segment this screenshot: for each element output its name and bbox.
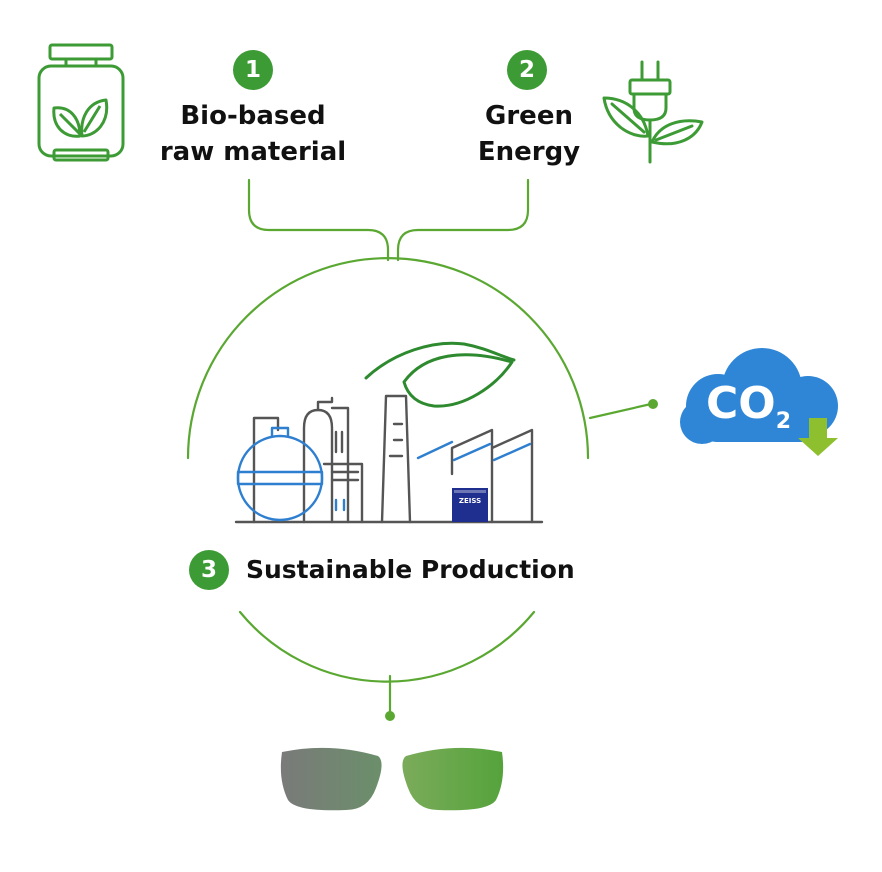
zeiss-logo: ZEISS xyxy=(452,488,488,522)
co2-cloud-icon: CO2 xyxy=(672,340,852,460)
left-lens xyxy=(281,748,382,810)
step-label-line: Bio-based xyxy=(149,98,357,134)
step-label-line: Energy xyxy=(448,134,610,170)
step-label: Sustainable Production xyxy=(246,552,575,588)
factory-icon: ZEISS xyxy=(232,388,552,528)
step-number-badge: 1 xyxy=(233,50,273,90)
right-lens xyxy=(402,748,503,810)
zeiss-logo-text: ZEISS xyxy=(459,497,481,505)
plug-plant-icon xyxy=(600,58,710,168)
step-label: Green Energy xyxy=(448,98,610,170)
lenses-icon xyxy=(276,740,516,820)
step-number-badge: 2 xyxy=(507,50,547,90)
step-number-badge: 3 xyxy=(189,550,229,590)
step-label: Bio-based raw material xyxy=(149,98,357,170)
gas-cylinder-leaf-icon xyxy=(36,42,126,162)
step-label-line: raw material xyxy=(149,134,357,170)
step-label-line: Green xyxy=(448,98,610,134)
